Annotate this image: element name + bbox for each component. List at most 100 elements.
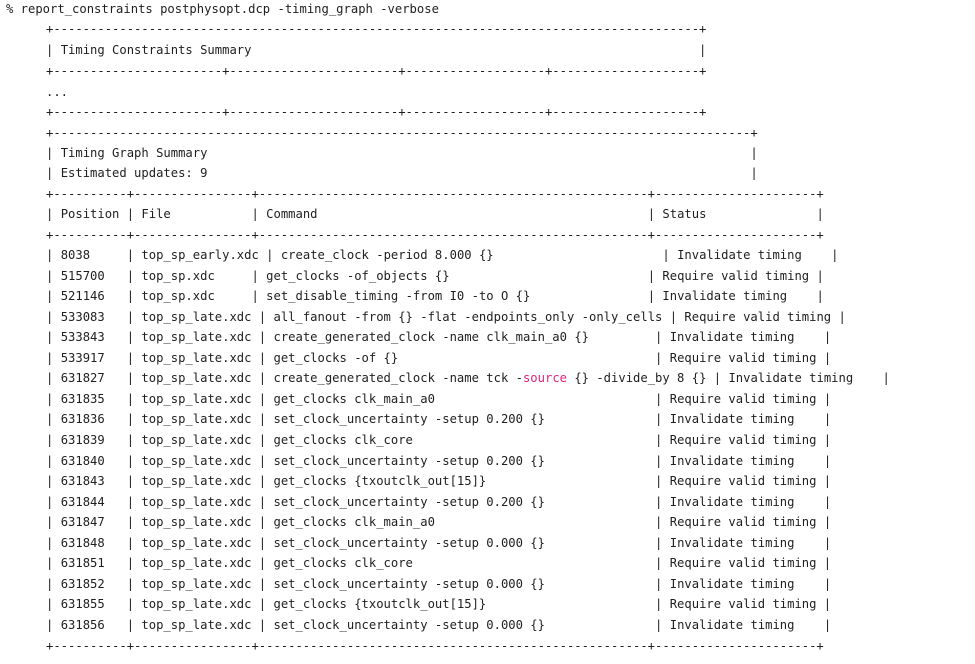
table-row: | 631851 | top_sp_late.xdc | get_clocks … <box>46 556 832 571</box>
cell-command: get_clocks clk_main_a0 <box>273 391 435 406</box>
cell-status: Invalidate timing <box>669 330 795 345</box>
cell-file: top_sp_late.xdc <box>141 617 252 632</box>
cell-status: Require valid timing <box>669 474 817 489</box>
table-row: | 631840 | top_sp_late.xdc | set_clock_u… <box>46 453 832 468</box>
cell-position: 631827 <box>60 371 105 386</box>
cell-position: 631840 <box>60 453 105 468</box>
cell-file: top_sp_late.xdc <box>141 432 252 447</box>
constraints-summary-title-row: | Timing Constraints Summary | <box>46 43 707 57</box>
cell-file: top_sp_late.xdc <box>141 515 252 530</box>
cell-file: top_sp_late.xdc <box>141 371 252 386</box>
table-row: | 631856 | top_sp_late.xdc | set_clock_u… <box>46 617 832 632</box>
command-part: {} -divide_by 8 {} <box>567 371 707 386</box>
cell-file: top_sp.xdc <box>141 268 215 283</box>
cell-file: top_sp_late.xdc <box>141 412 252 427</box>
table-row: | 533843 | top_sp_late.xdc | create_gene… <box>46 330 832 345</box>
cell-command: set_disable_timing -from I0 -to O {} <box>266 289 531 304</box>
table-row: | 8038 | top_sp_early.xdc | create_clock… <box>46 248 839 262</box>
column-header-status: Status <box>662 207 707 221</box>
cell-file: top_sp.xdc <box>141 289 215 304</box>
cell-status: Require valid timing <box>669 350 817 365</box>
table-row: | 631839 | top_sp_late.xdc | get_clocks … <box>46 432 832 447</box>
cell-command: create_generated_clock -name clk_main_a0… <box>273 330 589 345</box>
cell-status: Invalidate timing <box>669 453 795 468</box>
table-row: | 631844 | top_sp_late.xdc | set_clock_u… <box>46 494 832 509</box>
cell-file: top_sp_late.xdc <box>141 330 252 345</box>
cell-command: set_clock_uncertainty -setup 0.200 {} <box>273 453 545 468</box>
cell-status: Invalidate timing <box>669 494 795 509</box>
cell-position: 631836 <box>60 412 105 427</box>
cell-command: set_clock_uncertainty -setup 0.000 {} <box>273 535 545 550</box>
graph-summary-border: +----------+----------------+-----------… <box>46 639 824 653</box>
graph-summary-updates-row: | Estimated updates: 9 | <box>46 166 758 180</box>
cell-file: top_sp_late.xdc <box>141 535 252 550</box>
cell-position: 631855 <box>60 597 105 612</box>
command-line: % report_constraints postphysopt.dcp -ti… <box>6 2 439 16</box>
cell-position: 631848 <box>60 535 105 550</box>
cell-file: top_sp_early.xdc <box>141 248 259 262</box>
table-row: | 631835 | top_sp_late.xdc | get_clocks … <box>46 391 832 406</box>
cell-position: 533843 <box>60 330 105 345</box>
cell-position: 521146 <box>60 289 105 304</box>
table-row: | 631836 | top_sp_late.xdc | set_clock_u… <box>46 412 832 427</box>
cell-position: 631847 <box>60 515 105 530</box>
cell-command: create_generated_clock -name tck -source… <box>273 371 706 385</box>
cell-status: Invalidate timing <box>728 371 854 386</box>
cell-position: 631844 <box>60 494 105 509</box>
table-row: | 533917 | top_sp_late.xdc | get_clocks … <box>46 350 832 365</box>
cell-status: Require valid timing <box>669 515 817 530</box>
cell-command: set_clock_uncertainty -setup 0.200 {} <box>273 412 545 427</box>
cell-command: get_clocks clk_core <box>273 432 413 447</box>
cell-command: get_clocks -of_objects {} <box>266 268 450 283</box>
cell-command: set_clock_uncertainty -setup 0.200 {} <box>273 494 545 509</box>
cell-position: 631856 <box>60 617 105 632</box>
cell-file: top_sp_late.xdc <box>141 391 252 406</box>
graph-summary-border: +----------+----------------+-----------… <box>46 187 824 201</box>
constraints-summary-border: +---------------------------------------… <box>46 22 707 36</box>
table-row: | 631852 | top_sp_late.xdc | set_clock_u… <box>46 576 832 591</box>
cell-file: top_sp_late.xdc <box>141 453 252 468</box>
graph-summary-title: Timing Graph Summary <box>60 146 208 160</box>
table-row: | 631843 | top_sp_late.xdc | get_clocks … <box>46 474 832 489</box>
cell-command: all_fanout -from {} -flat -endpoints_onl… <box>273 309 663 324</box>
cell-position: 515700 <box>60 268 105 283</box>
cell-status: Require valid timing <box>669 391 817 406</box>
cell-command: set_clock_uncertainty -setup 0.000 {} <box>273 576 545 591</box>
table-row: | 631848 | top_sp_late.xdc | set_clock_u… <box>46 535 832 550</box>
cell-position: 631835 <box>60 391 105 406</box>
column-header-command: Command <box>266 207 318 221</box>
cell-command: get_clocks -of {} <box>273 350 399 365</box>
cell-file: top_sp_late.xdc <box>141 350 252 365</box>
cell-status: Require valid timing <box>669 432 817 447</box>
cell-status: Invalidate timing <box>669 412 795 427</box>
command-keyword: source <box>522 371 567 386</box>
constraints-summary-border: +-----------------------+---------------… <box>46 64 707 78</box>
cell-status: Require valid timing <box>669 597 817 612</box>
cell-position: 631852 <box>60 576 105 591</box>
cell-position: 631843 <box>60 474 105 489</box>
cell-status: Invalidate timing <box>677 248 802 262</box>
cell-command: get_clocks {txoutclk_out[15]} <box>273 474 487 489</box>
cell-status: Invalidate timing <box>669 535 795 550</box>
cell-status: Require valid timing <box>669 556 817 571</box>
table-row: | 533083 | top_sp_late.xdc | all_fanout … <box>46 309 846 324</box>
column-header-position: Position <box>60 207 120 221</box>
command-part: create_generated_clock -name tck - <box>273 371 523 386</box>
cell-position: 533917 <box>60 350 105 365</box>
graph-summary-border: +----------+----------------+-----------… <box>46 228 824 242</box>
cell-file: top_sp_late.xdc <box>141 597 252 612</box>
cell-command: get_clocks clk_core <box>273 556 413 571</box>
cell-status: Require valid timing <box>662 268 810 283</box>
table-row: | 631827 | top_sp_late.xdc | create_gene… <box>46 371 890 386</box>
cell-position: 8038 <box>60 248 91 262</box>
estimated-updates: Estimated updates: 9 <box>60 166 208 180</box>
cell-status: Invalidate timing <box>669 576 795 591</box>
cell-command: get_clocks {txoutclk_out[15]} <box>273 597 487 612</box>
graph-summary-border: +---------------------------------------… <box>46 126 758 140</box>
table-row: | 631847 | top_sp_late.xdc | get_clocks … <box>46 515 832 530</box>
table-row: | 521146 | top_sp.xdc | set_disable_timi… <box>46 289 824 304</box>
cell-status: Invalidate timing <box>662 289 788 304</box>
table-header-row: | Position | File | Command | Status | <box>46 207 824 221</box>
cell-command: get_clocks clk_main_a0 <box>273 515 435 530</box>
